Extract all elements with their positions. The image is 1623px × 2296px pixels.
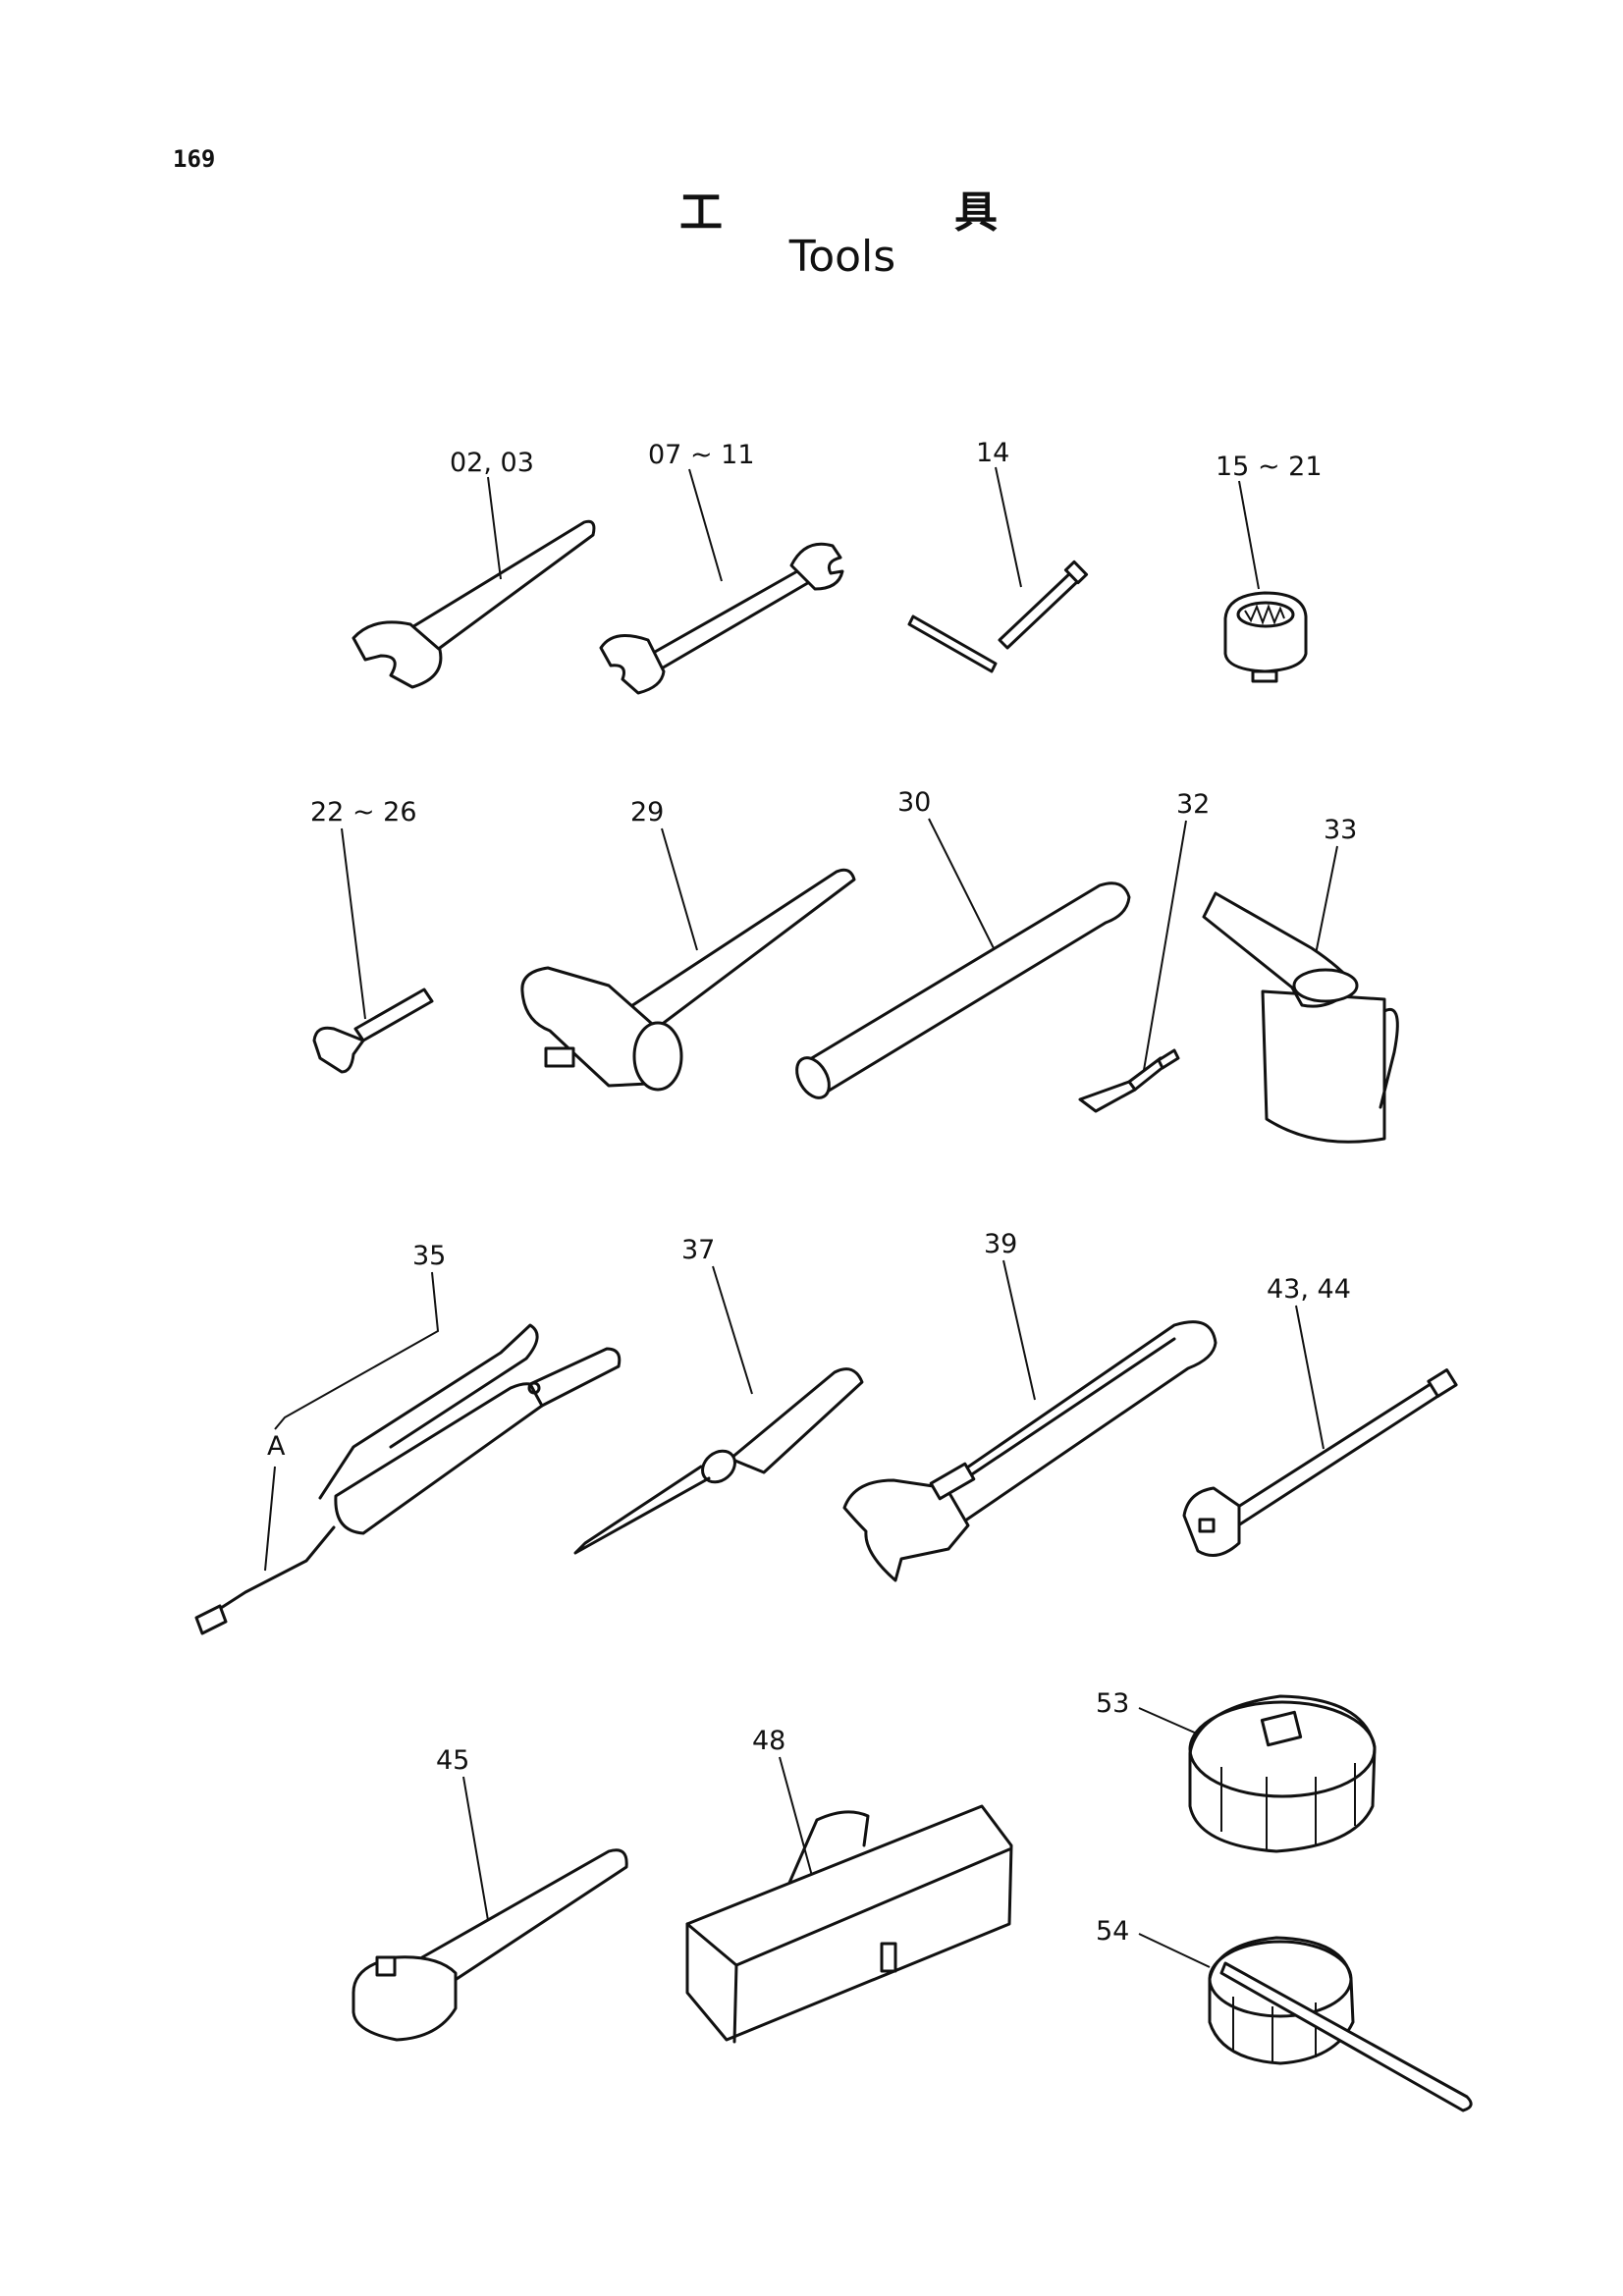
title-jp-right: 具 xyxy=(954,187,998,238)
callout-37: 37 xyxy=(681,1235,715,1265)
callout-29: 29 xyxy=(630,797,664,828)
callout-33: 33 xyxy=(1324,815,1357,845)
filterwrench-54-drawing: 54 xyxy=(1096,1916,1473,2112)
tbar-14-drawing: 14 xyxy=(907,438,1089,673)
callout-15-21: 15 ~ 21 xyxy=(1216,452,1323,482)
hammer-29-drawing: 29 xyxy=(520,797,856,1092)
pipe-30-drawing: 30 xyxy=(795,787,1131,1099)
wrench-07-11-drawing: 07 ~ 11 xyxy=(599,440,844,695)
greasegun-35-drawing: 35 A xyxy=(194,1241,622,1635)
filterwrench-53-drawing: 53 xyxy=(1096,1688,1377,1853)
callout-43-44: 43, 44 xyxy=(1267,1274,1351,1305)
callout-54: 54 xyxy=(1096,1916,1129,1947)
oilcan-33-drawing: 33 xyxy=(1202,815,1399,1144)
callout-35: 35 xyxy=(412,1241,446,1271)
callout-45: 45 xyxy=(436,1745,469,1776)
adjwrench-39-drawing: 39 xyxy=(842,1229,1217,1582)
key-32-drawing: 32 xyxy=(1078,789,1210,1113)
callout-48: 48 xyxy=(752,1726,785,1756)
callout-22-26: 22 ~ 26 xyxy=(310,797,417,828)
page-number: 169 xyxy=(173,145,216,173)
callout-39: 39 xyxy=(984,1229,1017,1259)
title-jp-left: 工 xyxy=(679,187,723,238)
extension-43-44-drawing: 43, 44 xyxy=(1182,1274,1458,1557)
callout-A: A xyxy=(267,1431,286,1462)
wrench-02-03-drawing: 02, 03 xyxy=(352,448,596,689)
screwdriver-37-drawing: 37 xyxy=(573,1235,864,1555)
toolbox-48-drawing: 48 xyxy=(685,1726,1013,2044)
hexkey-22-26-drawing: 22 ~ 26 xyxy=(310,797,434,1074)
ratchet-45-drawing: 45 xyxy=(352,1745,628,2042)
page-title: Tools xyxy=(788,232,896,282)
callout-53: 53 xyxy=(1096,1688,1129,1719)
socket-15-21-drawing: 15 ~ 21 xyxy=(1216,452,1323,683)
callout-14: 14 xyxy=(976,438,1009,468)
callout-07-11: 07 ~ 11 xyxy=(648,440,755,470)
callout-02-03: 02, 03 xyxy=(450,448,534,478)
callout-32: 32 xyxy=(1176,789,1210,820)
callout-30: 30 xyxy=(897,787,931,818)
